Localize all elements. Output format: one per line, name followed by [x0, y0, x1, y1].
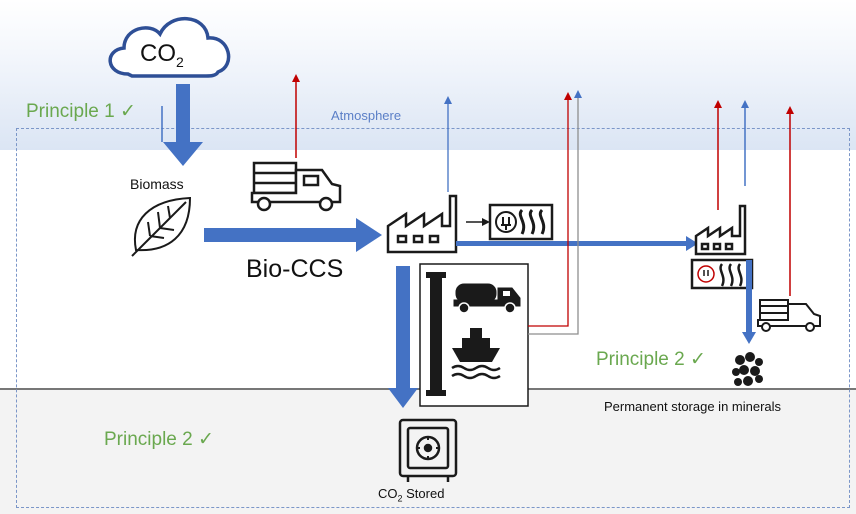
bioccs-label: Bio-CCS	[246, 255, 344, 283]
bioccs-arrow	[204, 218, 382, 252]
cloud-co2-label: CO2	[140, 40, 184, 70]
cloud-icon	[108, 17, 231, 78]
atmosphere-label: Atmosphere	[331, 108, 402, 123]
log-truck-icon	[250, 161, 342, 212]
tanker-truck-icon	[453, 283, 521, 314]
principle2-bottom-label: Principle 2 ✓	[104, 429, 214, 450]
factory-icon	[694, 204, 747, 256]
biomass-label: Biomass	[130, 176, 184, 192]
stored-label-sub: 2	[397, 493, 403, 504]
leaf-icon	[131, 196, 192, 257]
storage-down-arrow	[388, 266, 418, 408]
mineral-rock-icon	[732, 352, 763, 386]
shipping-emission-arrow	[528, 92, 572, 327]
co2-stored-label: CO2 Stored	[378, 486, 444, 504]
cloud-label-text: CO	[140, 40, 176, 67]
principle2-right-label: Principle 2 ✓	[596, 349, 706, 370]
factory-icon	[386, 194, 458, 254]
mineral-down-arrow	[742, 260, 756, 344]
shipping-grey-line	[528, 94, 579, 335]
log-truck-icon	[757, 299, 821, 332]
stored-label-prefix: CO	[378, 486, 398, 501]
system-boundary	[16, 128, 850, 508]
safe-icon	[398, 418, 458, 482]
principle1-label: Principle 1 ✓	[26, 101, 136, 122]
ship-icon	[451, 328, 501, 380]
pipeline-icon	[426, 272, 446, 396]
power-heat-icon	[690, 258, 754, 290]
mineralisation-route-arrow	[456, 236, 698, 251]
stored-label-suffix: Stored	[402, 486, 445, 501]
power-heat-icon	[488, 203, 554, 241]
permanent-storage-label: Permanent storage in minerals	[604, 399, 782, 414]
cloud-label-sub: 2	[176, 53, 184, 70]
uptake-arrow	[163, 84, 203, 166]
